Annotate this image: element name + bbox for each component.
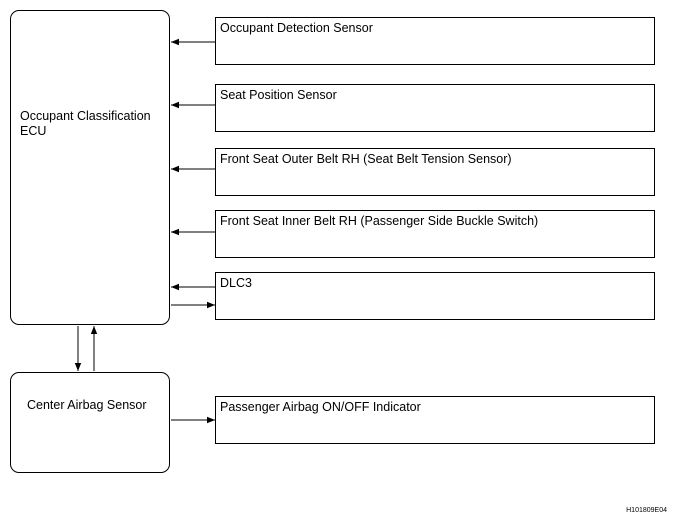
figure-code: H101809E04 [626, 507, 667, 514]
ecu-label: Occupant Classification ECU [20, 109, 151, 138]
seat-position-sensor-box: Seat Position Sensor [215, 84, 655, 132]
passenger-airbag-indicator-box: Passenger Airbag ON/OFF Indicator [215, 396, 655, 444]
front-seat-inner-belt-box: Front Seat Inner Belt RH (Passenger Side… [215, 210, 655, 258]
passenger-airbag-indicator-label: Passenger Airbag ON/OFF Indicator [220, 400, 421, 414]
center-airbag-sensor-box: Center Airbag Sensor [10, 372, 170, 473]
occupant-classification-ecu-box: Occupant Classification ECU [10, 10, 170, 325]
occupant-detection-sensor-label: Occupant Detection Sensor [220, 21, 373, 35]
front-seat-inner-belt-label: Front Seat Inner Belt RH (Passenger Side… [220, 214, 539, 228]
front-seat-outer-belt-box: Front Seat Outer Belt RH (Seat Belt Tens… [215, 148, 655, 196]
seat-position-sensor-label: Seat Position Sensor [220, 88, 337, 102]
front-seat-outer-belt-label: Front Seat Outer Belt RH (Seat Belt Tens… [220, 152, 512, 166]
occupant-detection-sensor-box: Occupant Detection Sensor [215, 17, 655, 65]
center-airbag-sensor-label: Center Airbag Sensor [27, 398, 147, 412]
dlc3-box: DLC3 [215, 272, 655, 320]
dlc3-label: DLC3 [220, 276, 252, 290]
